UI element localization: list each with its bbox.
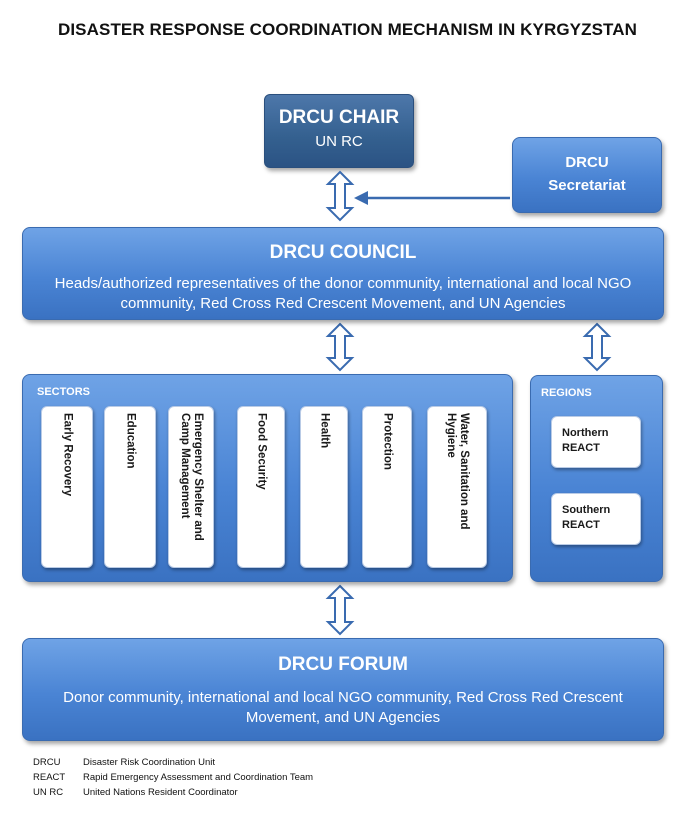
council-heading: DRCU COUNCIL xyxy=(269,242,417,263)
sector-label: Protection xyxy=(381,413,394,470)
diagram-title: DISASTER RESPONSE COORDINATION MECHANISM… xyxy=(57,20,638,39)
sector-label: Education xyxy=(124,413,137,469)
secretariat-line1: DRCU xyxy=(565,154,609,171)
drcu-forum-box: DRCU FORUM Donor community, internationa… xyxy=(22,638,664,741)
legend-row: REACT Rapid Emergency Assessment and Coo… xyxy=(33,772,313,787)
sector-early-recovery: Early Recovery xyxy=(41,406,93,568)
regions-label: REGIONS xyxy=(541,387,592,399)
forum-heading: DRCU FORUM xyxy=(278,654,408,675)
chair-subtitle: UN RC xyxy=(315,133,363,150)
sector-label: Emergency Shelter and Camp Management xyxy=(179,413,204,541)
legend-abbr: DRCU xyxy=(33,757,61,768)
sector-wash: Water, Sanitation and Hygiene xyxy=(427,406,487,568)
legend-abbr: REACT xyxy=(33,772,66,783)
drcu-secretariat-box: DRCU Secretariat xyxy=(512,137,662,213)
sector-emergency-shelter: Emergency Shelter and Camp Management xyxy=(168,406,214,568)
legend-full: Rapid Emergency Assessment and Coordinat… xyxy=(83,772,314,783)
council-regions-double-arrow xyxy=(582,322,612,372)
sectors-forum-double-arrow xyxy=(325,584,355,636)
sector-label: Early Recovery xyxy=(61,413,74,497)
chair-council-double-arrow xyxy=(325,170,355,222)
region-northern-react: Northern REACT xyxy=(551,416,641,468)
legend-abbr: UN RC xyxy=(33,787,64,798)
council-description: Heads/authorized representatives of the … xyxy=(54,275,632,312)
sector-education: Education xyxy=(104,406,156,568)
council-sectors-double-arrow xyxy=(325,322,355,372)
drcu-chair-box: DRCU CHAIR UN RC xyxy=(264,94,414,168)
secretariat-line2: Secretariat xyxy=(548,177,626,194)
region-label: Southern REACT xyxy=(562,504,611,531)
sector-label: Health xyxy=(318,413,331,449)
sectors-label: SECTORS xyxy=(37,386,90,398)
chair-heading: DRCU CHAIR xyxy=(278,107,400,128)
drcu-council-box: DRCU COUNCIL Heads/authorized representa… xyxy=(22,227,664,320)
secretariat-to-chair-arrow xyxy=(354,191,510,205)
abbreviation-legend: DRCU Disaster Risk Coordination Unit REA… xyxy=(33,757,313,802)
forum-description: Donor community, international and local… xyxy=(63,689,623,726)
legend-full: Disaster Risk Coordination Unit xyxy=(83,757,215,768)
legend-full: United Nations Resident Coordinator xyxy=(83,787,238,798)
region-label: Northern REACT xyxy=(562,427,609,454)
region-southern-react: Southern REACT xyxy=(551,493,641,545)
sector-food-security: Food Security xyxy=(237,406,285,568)
regions-panel: REGIONS xyxy=(530,375,663,582)
sector-label: Water, Sanitation and Hygiene xyxy=(445,413,470,530)
sector-label: Food Security xyxy=(255,413,268,490)
legend-row: DRCU Disaster Risk Coordination Unit xyxy=(33,757,313,772)
sector-health: Health xyxy=(300,406,348,568)
sector-protection: Protection xyxy=(362,406,412,568)
legend-row: UN RC United Nations Resident Coordinato… xyxy=(33,787,313,802)
